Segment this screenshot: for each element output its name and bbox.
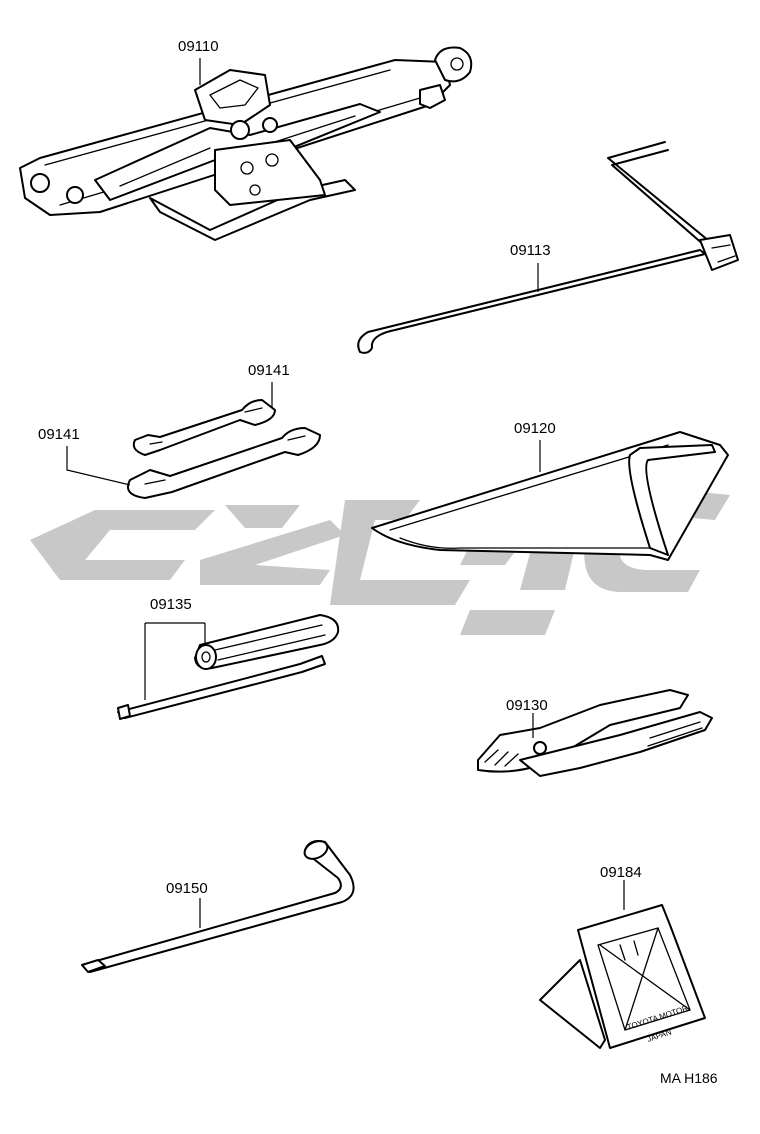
tool-bag-drawing — [371, 431, 729, 561]
part-label-wheel-chock: 09184 — [600, 864, 642, 881]
part-label-wheel-nut-wrench: 09150 — [166, 880, 208, 897]
part-label-wrench-large: 09141 — [38, 426, 80, 443]
part-label-jack-handle: 09113 — [510, 242, 551, 259]
pliers-drawing — [477, 689, 713, 777]
wheel-chock-drawing: TOYOTA MOTOR JAPAN — [539, 880, 706, 1049]
wrench-large-drawing — [66, 427, 321, 499]
part-label-screwdriver: 09135 — [150, 596, 192, 613]
screwdriver-drawing — [117, 614, 340, 720]
wrench-small-drawing — [132, 382, 276, 456]
drawing-code: MA H186 — [660, 1070, 718, 1086]
part-label-wrench-small: 09141 — [248, 362, 290, 379]
wheel-nut-wrench-drawing — [81, 840, 355, 973]
part-label-pliers: 09130 — [506, 697, 548, 714]
watermark-stroke-1 — [30, 510, 215, 580]
part-label-tool-bag: 09120 — [514, 420, 556, 437]
watermark-stroke-2 — [225, 505, 300, 528]
scissor-jack-drawing — [19, 46, 473, 241]
watermark-stroke-3 — [200, 520, 345, 585]
watermark-stroke-7 — [460, 610, 555, 635]
jack-handle-drawing — [357, 141, 739, 354]
watermark-stroke-4 — [330, 500, 470, 605]
part-label-jack: 09110 — [178, 38, 219, 55]
